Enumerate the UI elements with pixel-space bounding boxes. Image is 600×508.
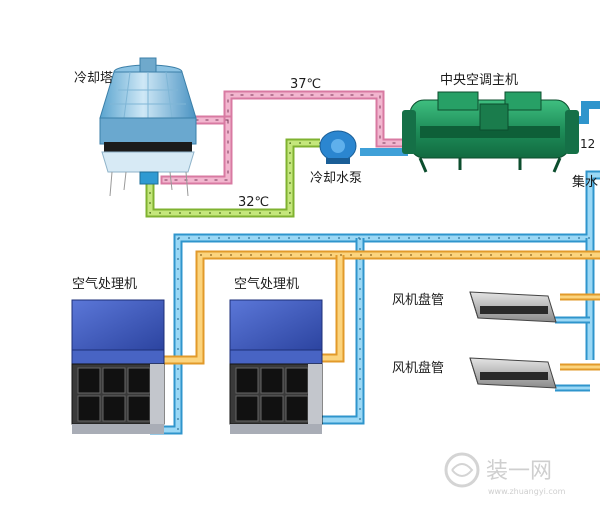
cooling-water-pipe	[145, 138, 408, 218]
chiller-label: 中央空调主机	[440, 73, 518, 88]
air-handling-unit-2	[229, 299, 323, 434]
fan-coil-unit-1	[469, 291, 557, 323]
cooling-water-pump	[319, 130, 357, 164]
hot-water-pipe	[160, 90, 413, 185]
fcu-2-label: 风机盘管	[392, 360, 444, 376]
central-chiller-unit	[402, 91, 579, 173]
chilled-water-supply-pipe	[150, 101, 600, 435]
collector-label: 集水	[572, 174, 598, 190]
hot-water-temp-label: 37℃	[290, 77, 321, 92]
ahu-1-label: 空气处理机	[72, 276, 137, 292]
ahu-2-label: 空气处理机	[234, 276, 299, 292]
cooling-tower-label: 冷却塔	[74, 71, 113, 86]
right-temp-label: 12	[580, 137, 595, 151]
watermark-url: www.zhuangyi.com	[488, 487, 566, 496]
air-handling-unit-1	[71, 299, 165, 434]
cold-water-temp-label: 32℃	[238, 195, 269, 210]
chilled-water-return-pipe	[150, 250, 600, 371]
cooling-pump-label: 冷却水泵	[310, 171, 362, 186]
fcu-1-label: 风机盘管	[392, 292, 444, 308]
fan-coil-unit-2	[469, 357, 557, 389]
watermark-brand: 装一网	[486, 459, 552, 484]
watermark: 装一网 www.zhuangyi.com	[444, 452, 566, 496]
cooling-tower	[99, 57, 197, 197]
